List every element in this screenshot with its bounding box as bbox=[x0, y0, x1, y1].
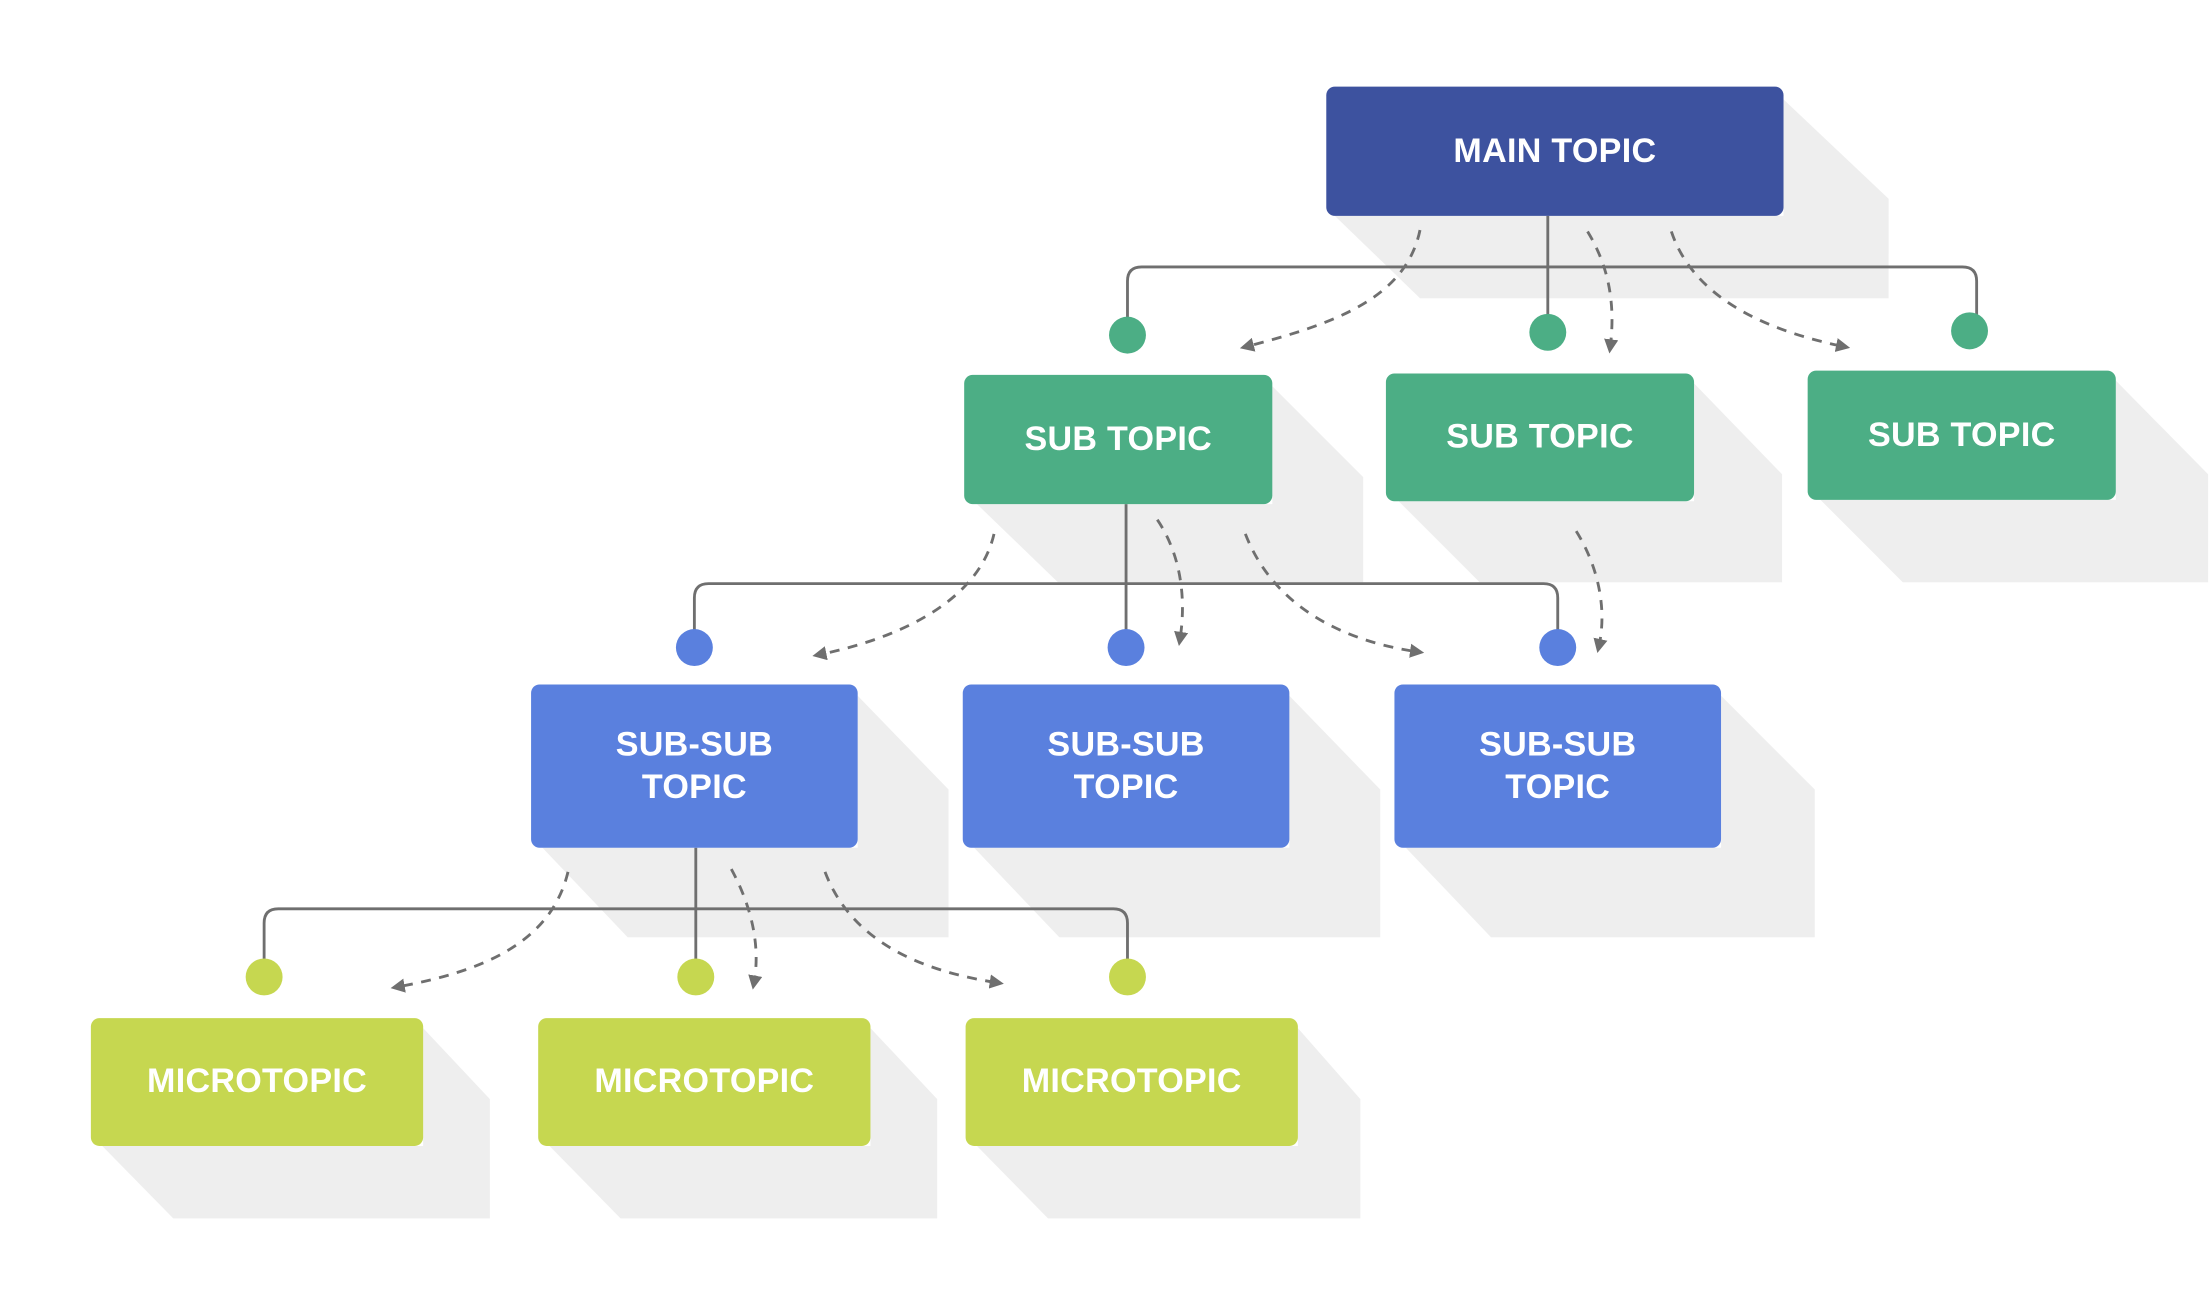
sub-topic-label: SUB TOPIC bbox=[1024, 419, 1212, 458]
sub-sub-topic-label-line2: TOPIC bbox=[641, 767, 747, 806]
sub-sub-topic-node-1[interactable]: SUB-SUB TOPIC bbox=[531, 684, 858, 848]
arrow-sub-1-to-subsub-1 bbox=[812, 533, 996, 661]
microtopic-node-1[interactable]: MICROTOPIC bbox=[90, 1018, 424, 1146]
microtopic-node-3[interactable]: MICROTOPIC bbox=[965, 1018, 1298, 1146]
main-topic-label: MAIN TOPIC bbox=[1453, 131, 1657, 170]
sub-topic-label: SUB TOPIC bbox=[1446, 417, 1634, 456]
shadow-micro-3 bbox=[976, 1028, 1361, 1219]
shadow-subsub-2 bbox=[974, 695, 1381, 938]
sub-topic-node-3[interactable]: SUB TOPIC bbox=[1807, 370, 2116, 500]
shadow-micro-1 bbox=[102, 1028, 490, 1219]
shadow-sub-2 bbox=[1398, 383, 1783, 583]
sub-sub-topic-label-line1: SUB-SUB bbox=[1047, 724, 1205, 764]
sub-sub-topic-label-line1: SUB-SUB bbox=[615, 724, 774, 764]
sub-sub-topic-label-line2: TOPIC bbox=[1505, 767, 1611, 806]
dot-sub-3 bbox=[1951, 312, 1988, 350]
connector-level-2 bbox=[692, 504, 1560, 647]
dot-subsub-1 bbox=[675, 629, 713, 666]
shadow-group bbox=[102, 99, 2209, 1219]
dot-subsub-3 bbox=[1539, 629, 1577, 666]
dot-subsub-2 bbox=[1107, 629, 1145, 666]
connector-dots bbox=[245, 312, 1988, 996]
arrow-subsub-1-to-micro-1 bbox=[390, 871, 570, 993]
arrow-sub-1-to-subsub-3 bbox=[1244, 533, 1425, 658]
sub-sub-topic-label-line1: SUB-SUB bbox=[1479, 724, 1637, 764]
dot-micro-1 bbox=[245, 958, 283, 996]
flow-arrows bbox=[390, 229, 1851, 993]
shadow-subsub-3 bbox=[1405, 695, 1815, 938]
arrow-sub-1-to-subsub-2 bbox=[1156, 518, 1189, 647]
microtopic-label: MICROTOPIC bbox=[1021, 1062, 1242, 1101]
sub-topic-node-2[interactable]: SUB TOPIC bbox=[1385, 373, 1695, 502]
microtopic-label: MICROTOPIC bbox=[594, 1062, 815, 1101]
dot-micro-3 bbox=[1109, 958, 1146, 996]
shadow-sub-1 bbox=[976, 386, 1364, 583]
main-topic-node[interactable]: MAIN TOPIC bbox=[1326, 86, 1784, 216]
sub-sub-topic-label-line2: TOPIC bbox=[1073, 767, 1179, 806]
arrow-subsub-1-to-micro-2 bbox=[730, 868, 763, 990]
arrow-main-to-sub-2 bbox=[1586, 230, 1619, 354]
sub-topic-node-1[interactable]: SUB TOPIC bbox=[964, 374, 1273, 505]
arrow-sub-2-to-subsub-3 bbox=[1574, 530, 1608, 654]
tree-connectors bbox=[262, 215, 1979, 977]
microtopic-node-2[interactable]: MICROTOPIC bbox=[538, 1018, 871, 1146]
dot-sub-1 bbox=[1109, 316, 1146, 354]
shadow-micro-2 bbox=[549, 1028, 938, 1219]
sub-sub-topic-node-2[interactable]: SUB-SUB TOPIC bbox=[962, 684, 1290, 848]
connector-level-3 bbox=[262, 847, 1129, 977]
shadow-sub-3 bbox=[1820, 380, 2209, 583]
dot-micro-2 bbox=[677, 958, 715, 996]
sub-sub-topic-node-3[interactable]: SUB-SUB TOPIC bbox=[1394, 684, 1722, 848]
sub-topic-label: SUB TOPIC bbox=[1867, 415, 2056, 454]
arrow-main-to-sub-3 bbox=[1669, 231, 1851, 352]
shadow-subsub-1 bbox=[542, 695, 949, 938]
dot-sub-2 bbox=[1529, 313, 1567, 351]
microtopic-label: MICROTOPIC bbox=[147, 1062, 368, 1101]
arrow-subsub-1-to-micro-3 bbox=[823, 871, 1004, 989]
shadow-main bbox=[1334, 99, 1889, 299]
arrow-main-to-sub-1 bbox=[1239, 229, 1422, 352]
